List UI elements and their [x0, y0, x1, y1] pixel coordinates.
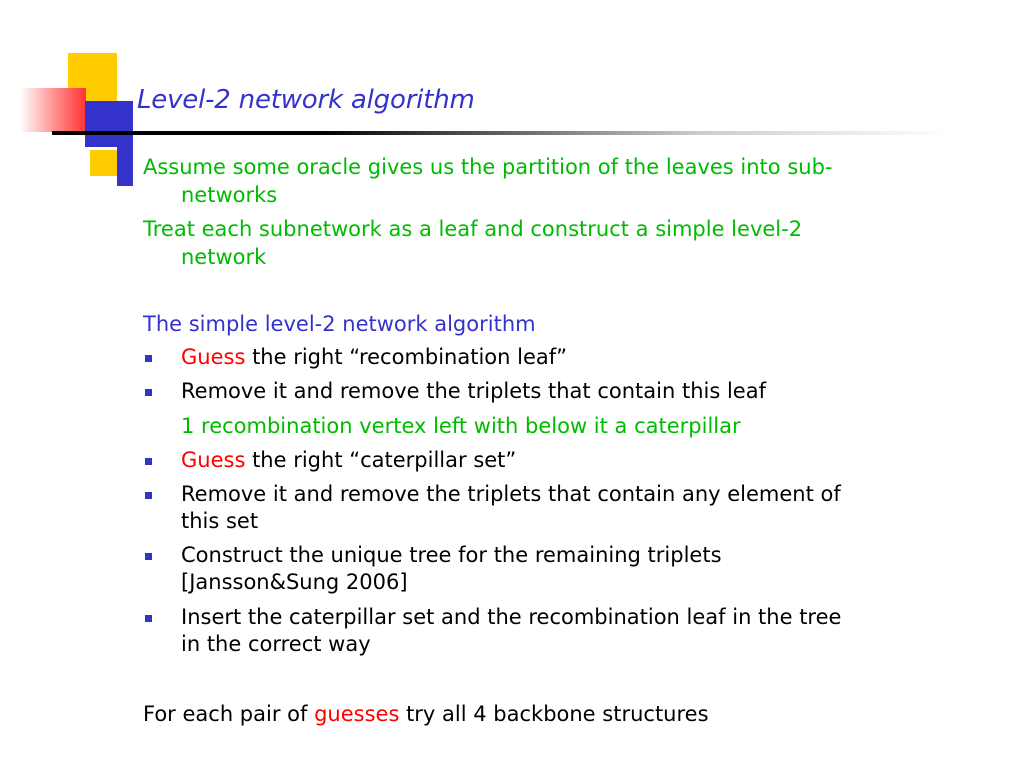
- bullet-marker: [145, 615, 152, 622]
- bullet-2-text: Remove it and remove the triplets that c…: [181, 379, 766, 403]
- intro-2-line-2: network: [181, 245, 267, 269]
- footer-highlight: guesses: [314, 702, 400, 726]
- bullet-3-text: the right “caterpillar set”: [245, 448, 517, 472]
- intro-paragraph-1: Assume some oracle gives us the partitio…: [143, 153, 1024, 209]
- slide-title: Level-2 network algorithm: [137, 85, 475, 115]
- bullet-item-3: Guess the right “caterpillar set”: [145, 447, 981, 474]
- bullet-item-6: Insert the caterpillar set and the recom…: [145, 604, 981, 658]
- footer-prefix: For each pair of: [143, 702, 315, 726]
- bullet-item-2: Remove it and remove the triplets that c…: [145, 378, 981, 405]
- decor-blue-strip: [117, 120, 133, 186]
- bullet-6-line-2: in the correct way: [181, 632, 371, 656]
- bullet-item-4: Remove it and remove the triplets that c…: [145, 481, 981, 535]
- bullet-4-line-1: Remove it and remove the triplets that c…: [181, 482, 841, 506]
- section-heading: The simple level-2 network algorithm: [143, 312, 536, 336]
- bullet-1-text: the right “recombination leaf”: [245, 345, 568, 369]
- bullet-item-5: Construct the unique tree for the remain…: [145, 542, 981, 596]
- bullet-marker: [145, 492, 152, 499]
- bullet-note: 1 recombination vertex left with below i…: [181, 414, 741, 438]
- intro-1-line-2: networks: [181, 183, 278, 207]
- title-underline: [52, 131, 952, 135]
- bullet-3-highlight: Guess: [181, 448, 246, 472]
- bullet-marker: [145, 389, 152, 396]
- intro-2-line-1: Treat each subnetwork as a leaf and cons…: [143, 217, 803, 241]
- intro-1-line-1: Assume some oracle gives us the partitio…: [143, 155, 833, 179]
- bullet-marker: [145, 458, 152, 465]
- bullet-item-1: Guess the right “recombination leaf”: [145, 344, 981, 371]
- bullet-marker: [145, 553, 152, 560]
- bullet-1-highlight: Guess: [181, 345, 246, 369]
- footer-suffix: try all 4 backbone structures: [399, 702, 709, 726]
- bullet-4-line-2: this set: [181, 509, 259, 533]
- bullet-marker: [145, 355, 152, 362]
- bullet-5-line-1: Construct the unique tree for the remain…: [181, 543, 722, 567]
- bullet-6-line-1: Insert the caterpillar set and the recom…: [181, 605, 842, 629]
- intro-paragraph-2: Treat each subnetwork as a leaf and cons…: [143, 215, 1024, 271]
- decor-yellow-square-small: [90, 150, 122, 176]
- decor-red-gradient-block: [20, 88, 86, 132]
- bullet-5-line-2: [Jansson&Sung 2006]: [181, 570, 408, 594]
- footer-text: For each pair of guesses try all 4 backb…: [143, 700, 709, 728]
